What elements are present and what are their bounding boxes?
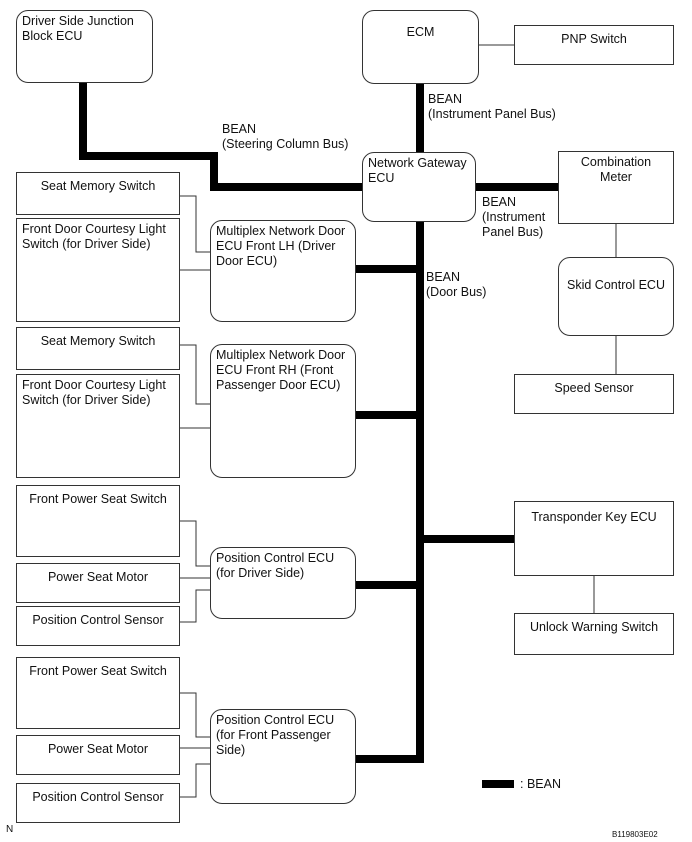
bus-label-instrument-panel-top: BEAN (Instrument Panel Bus) — [428, 92, 556, 121]
transponder-key-ecu: Transponder Key ECU — [514, 501, 674, 576]
bus-label-steering-column: BEAN (Steering Column Bus) — [222, 122, 349, 151]
position-control-sensor-2: Position Control Sensor — [16, 783, 180, 823]
multiplex-network-door-ecu-front-rh: Multiplex Network Door ECU Front RH (Fro… — [210, 344, 356, 478]
power-seat-motor-1: Power Seat Motor — [16, 563, 180, 603]
driver-side-junction-block-ecu: Driver Side Junction Block ECU — [16, 10, 153, 83]
figure-code: B119803E02 — [612, 830, 658, 839]
position-control-ecu-passenger: Position Control ECU (for Front Passenge… — [210, 709, 356, 804]
seat-memory-switch-2: Seat Memory Switch — [16, 327, 180, 370]
front-door-courtesy-light-switch-2: Front Door Courtesy Light Switch (for Dr… — [16, 374, 180, 478]
pnp-switch: PNP Switch — [514, 25, 674, 65]
unlock-warning-switch: Unlock Warning Switch — [514, 613, 674, 655]
speed-sensor: Speed Sensor — [514, 374, 674, 414]
combination-meter: Combination Meter — [558, 151, 674, 224]
front-power-seat-switch-1: Front Power Seat Switch — [16, 485, 180, 557]
signal-lines — [180, 44, 617, 798]
footer-left-mark: N — [6, 824, 14, 835]
network-gateway-ecu: Network Gateway ECU — [362, 152, 476, 222]
power-seat-motor-2: Power Seat Motor — [16, 735, 180, 775]
skid-control-ecu: Skid Control ECU — [558, 257, 674, 336]
position-control-ecu-driver: Position Control ECU (for Driver Side) — [210, 547, 356, 619]
bean-bus-lines — [79, 82, 558, 763]
bus-label-instrument-panel-right: BEAN (Instrument Panel Bus) — [482, 195, 546, 239]
front-power-seat-switch-2: Front Power Seat Switch — [16, 657, 180, 729]
legend-label: : BEAN — [520, 777, 561, 791]
bus-label-door-bus: BEAN (Door Bus) — [426, 270, 487, 299]
front-door-courtesy-light-switch-1: Front Door Courtesy Light Switch (for Dr… — [16, 218, 180, 322]
position-control-sensor-1: Position Control Sensor — [16, 606, 180, 646]
ecm: ECM — [362, 10, 479, 84]
seat-memory-switch-1: Seat Memory Switch — [16, 172, 180, 215]
multiplex-network-door-ecu-front-lh: Multiplex Network Door ECU Front LH (Dri… — [210, 220, 356, 322]
